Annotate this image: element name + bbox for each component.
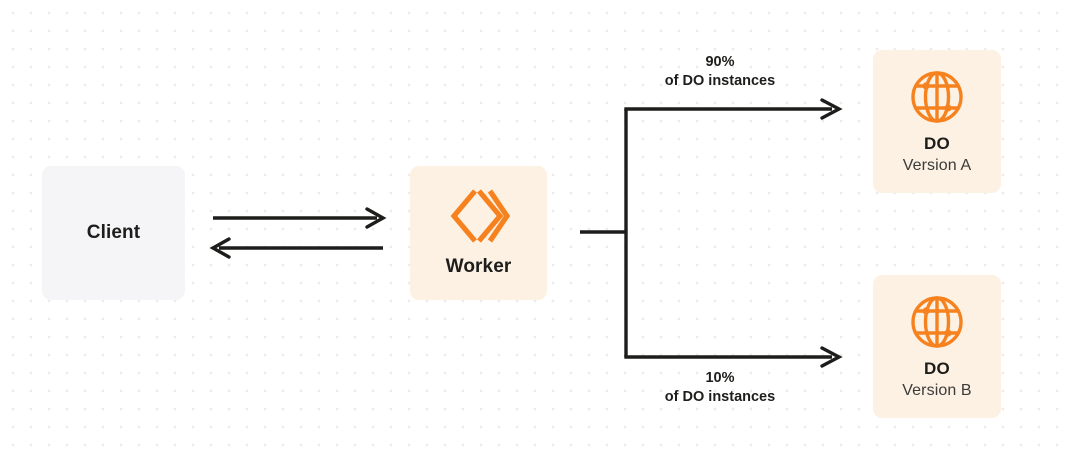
node-client[interactable]: Client (42, 166, 185, 300)
globe-icon (909, 294, 965, 350)
arrow-worker-to-client (209, 237, 383, 259)
node-worker[interactable]: Worker (410, 166, 547, 300)
node-do-version-b[interactable]: DO Version B (873, 275, 1001, 418)
edge-label-do-b: 10% of DO instances (613, 369, 827, 407)
arrow-client-to-worker (213, 207, 387, 229)
node-do-a-label: DO (924, 133, 950, 153)
node-do-version-a[interactable]: DO Version A (873, 50, 1001, 193)
edge-label-do-a-percent: 90% (705, 54, 735, 70)
node-do-b-sublabel: Version B (902, 381, 972, 399)
node-worker-label: Worker (445, 256, 512, 277)
edge-label-do-a: 90% of DO instances (613, 53, 827, 91)
edge-label-do-b-caption: of DO instances (664, 389, 776, 405)
node-client-label: Client (86, 222, 141, 243)
arrow-worker-to-do-b (624, 346, 843, 368)
node-do-a-sublabel: Version A (902, 156, 972, 174)
branch-connector (580, 109, 628, 357)
globe-icon (909, 69, 965, 125)
cloudflare-workers-icon (448, 188, 510, 244)
edge-label-do-a-caption: of DO instances (664, 73, 776, 89)
edge-label-do-b-percent: 10% (705, 370, 735, 386)
node-do-b-label: DO (924, 358, 950, 378)
arrow-worker-to-do-a (624, 98, 843, 120)
